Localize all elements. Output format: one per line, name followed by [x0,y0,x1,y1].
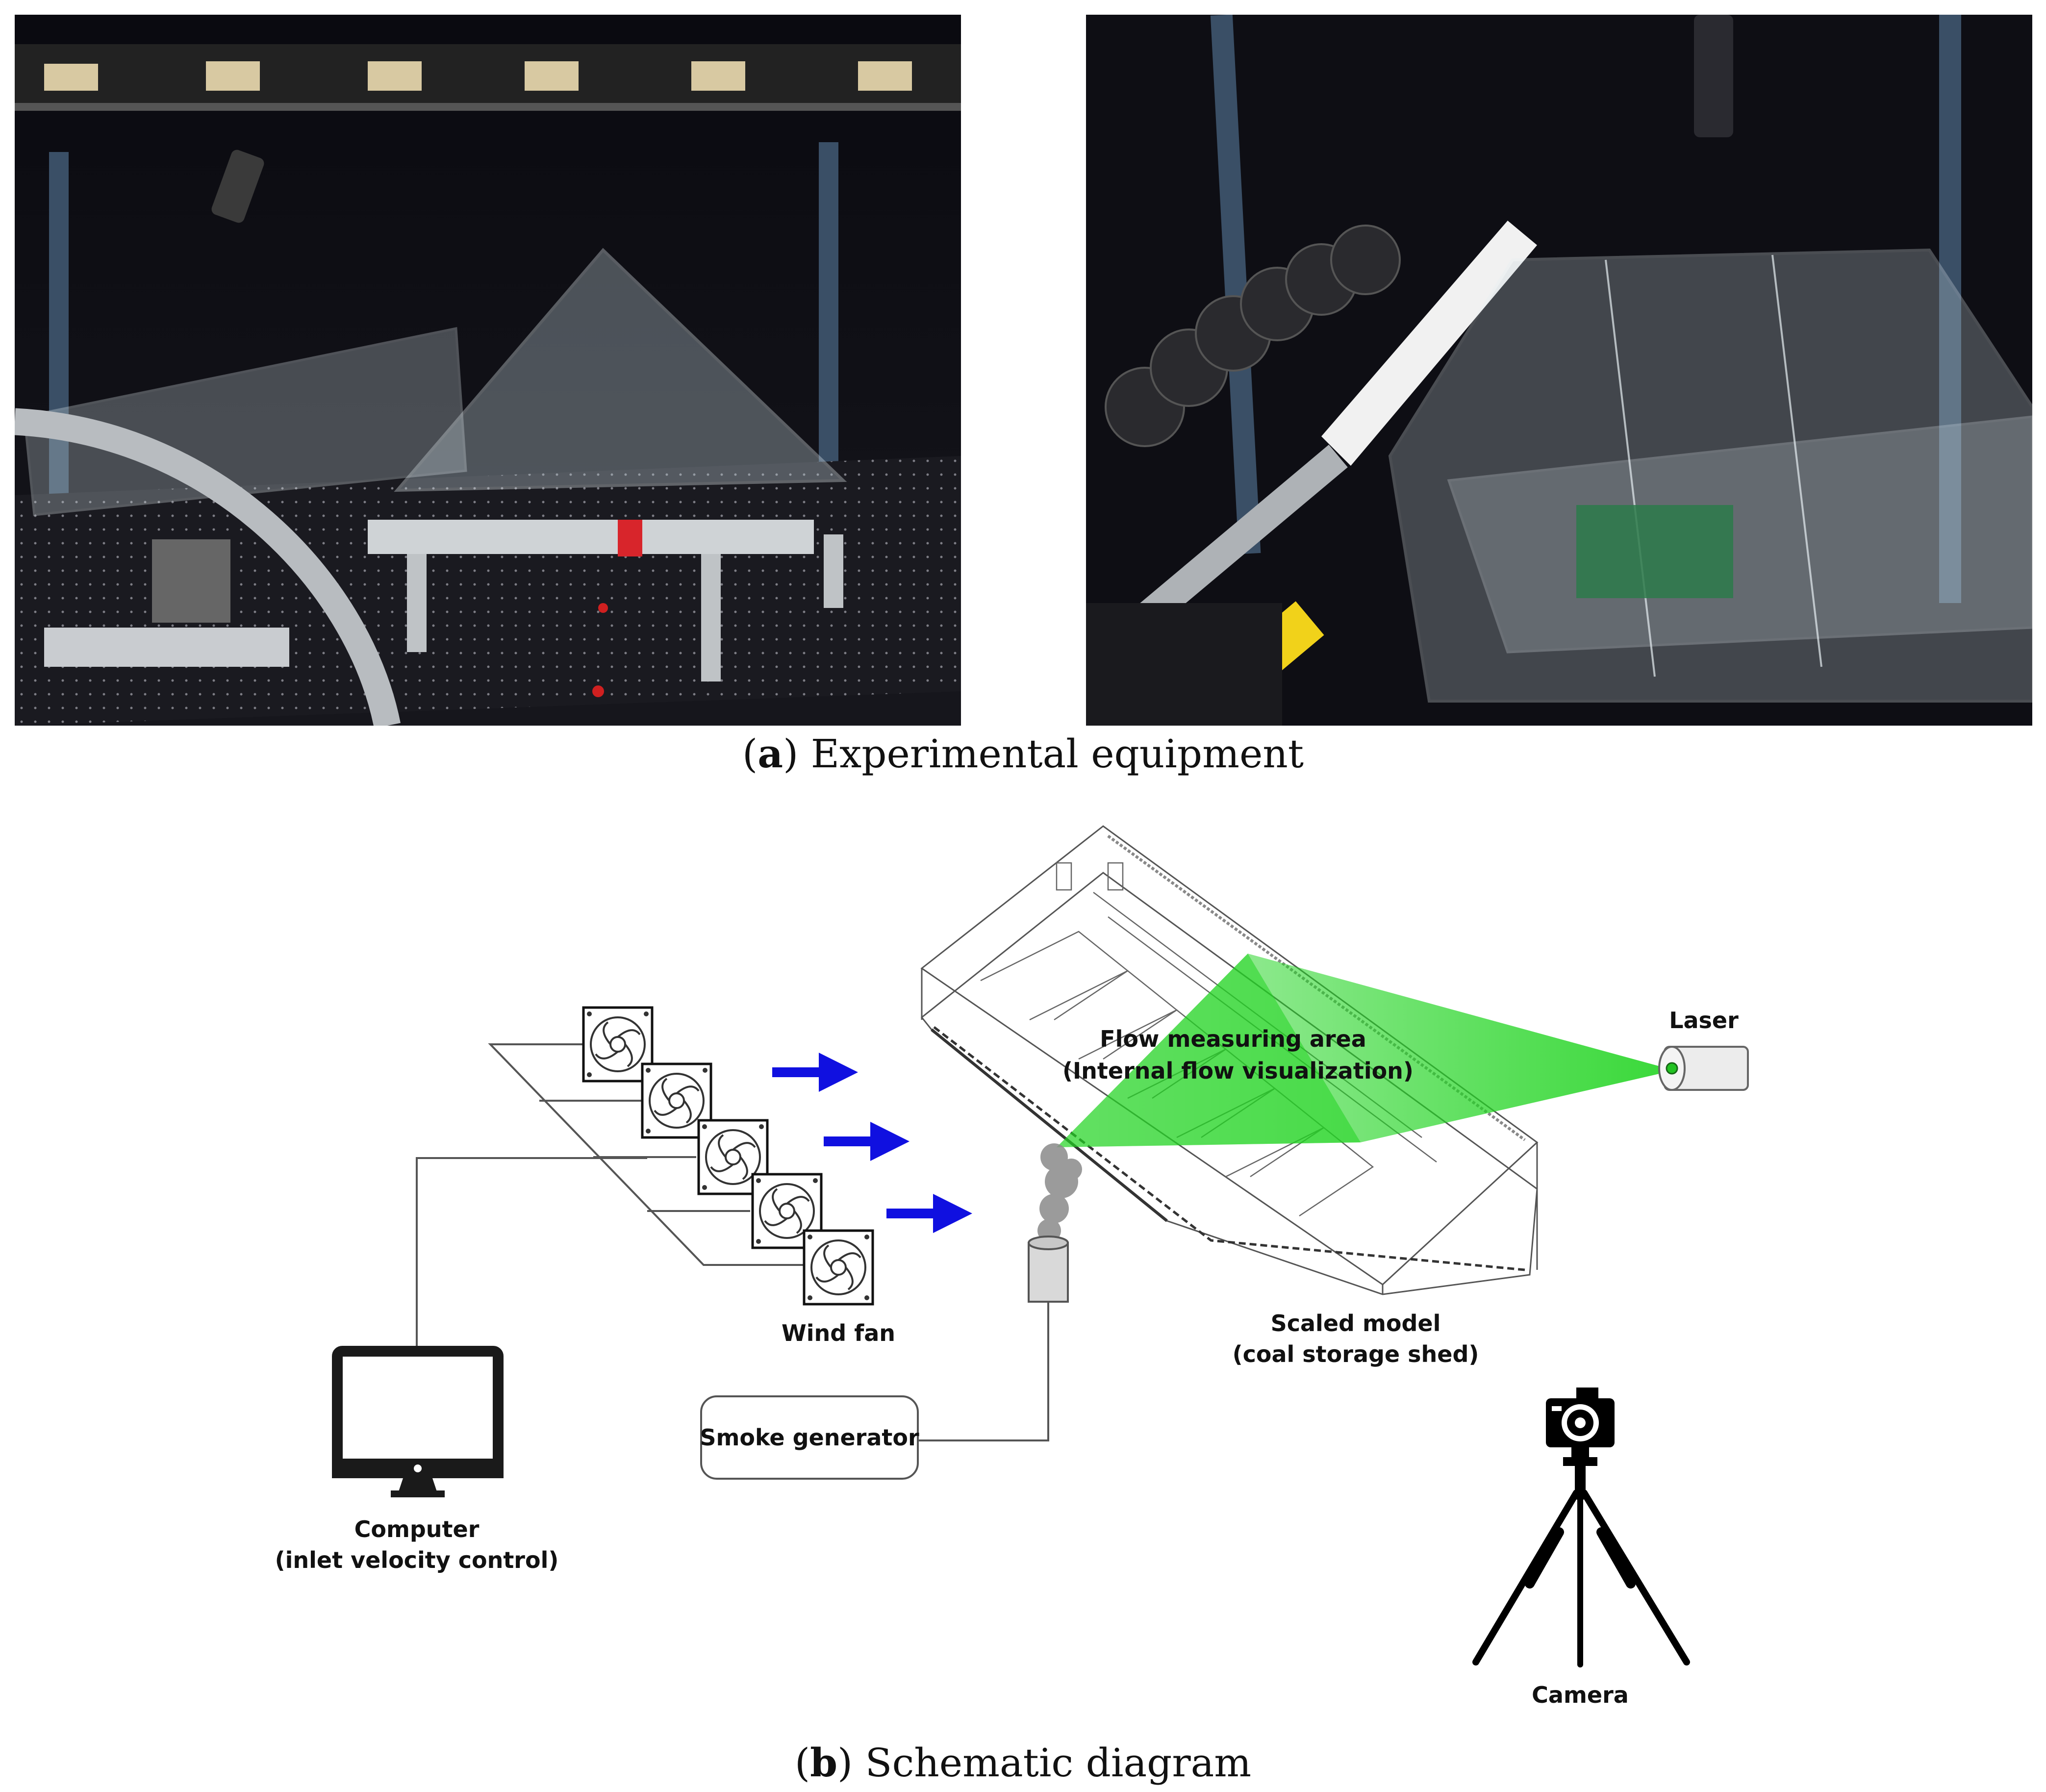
smoke-generator-label: Smoke generator [700,1424,919,1451]
smoke-generator-box [700,1395,919,1480]
wind-fan-label: Wind fan [782,1320,895,1346]
photo-experimental-setup-side [15,15,961,726]
wind-fan-array [583,1008,873,1304]
scaled-model-label-1: Scaled model [1271,1310,1441,1337]
photo-scaled-model-closeup [1086,15,2032,726]
caption-a-text: Experimental equipment [798,731,1304,777]
caption-a: (a) Experimental equipment [742,731,1304,777]
camera-label: Camera [1532,1682,1629,1708]
computer-label-2: (inlet velocity control) [275,1547,559,1573]
photo-right-illustration [1086,15,2032,726]
laser-label: Laser [1669,1007,1739,1034]
smoke-plume [1037,1143,1082,1242]
smoke-outlet [1028,1236,1069,1303]
fan-frame [488,1043,804,1266]
computer-icon [332,1346,504,1497]
flow-area-label-2: (Internal flow visualization) [1062,1058,1414,1084]
caption-b: (b) Schematic diagram [794,1740,1252,1786]
tripod [1472,1461,1690,1667]
photo-left-illustration [15,15,961,726]
camera-icon [1546,1388,1615,1466]
caption-b-text: Schematic diagram [853,1740,1252,1786]
scaled-model-label-2: (coal storage shed) [1233,1341,1479,1367]
flow-arrows [772,1053,972,1233]
flow-area-label-1: Flow measuring area [1100,1026,1366,1052]
caption-b-letter: b [810,1740,837,1786]
caption-a-letter: a [758,731,783,777]
schematic-diagram: Laser Flow measuring area (Internal flow… [275,825,1749,1708]
computer-label-1: Computer [354,1516,480,1542]
laser-device [1658,1046,1749,1091]
